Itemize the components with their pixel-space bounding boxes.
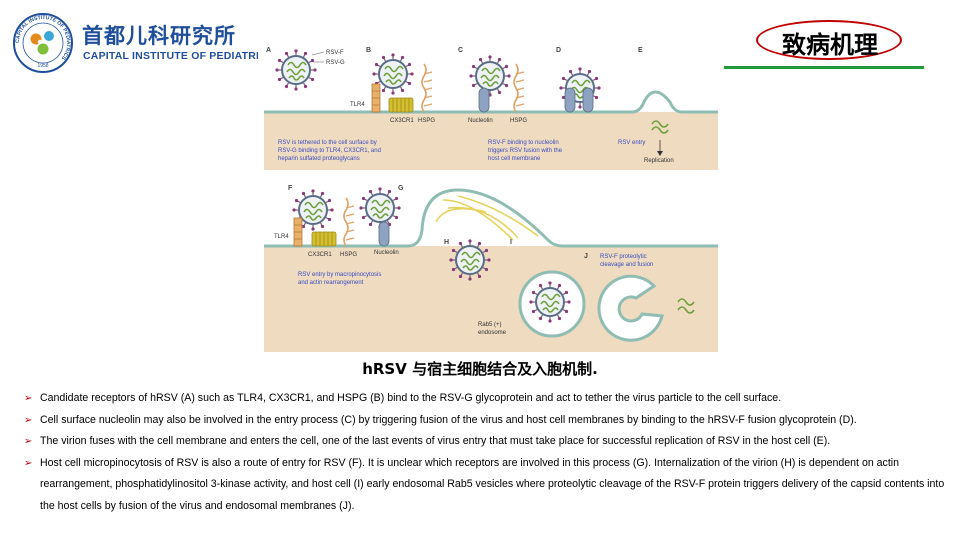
caption-f-line1: RSV entry by macropinocytosis [298, 272, 381, 278]
membrane-bottom [264, 188, 718, 248]
label-rsv-g: RSV-G [326, 60, 345, 66]
hspg-f [343, 197, 355, 247]
institute-logo: CAPITAL INSTITUTE OF PEDIATRICS 1958 [13, 13, 73, 73]
label-hspg-c: HSPG [510, 118, 527, 124]
rsv-entry-figure: A RSV-F RSV-G B TLR4 CX3CR1 HSPG C Nucle… [258, 40, 724, 352]
caption-c-line1: RSV-F binding to nucleolin [488, 140, 559, 146]
slide-title: 致病机理 [782, 31, 878, 59]
nucleolin-d2 [582, 87, 594, 113]
label-hspg-b: HSPG [418, 118, 435, 124]
bullet-item: The virion fuses with the cell membrane … [24, 431, 948, 453]
label-cx3cr1-b: CX3CR1 [390, 118, 414, 124]
label-endosome: endosome [478, 330, 507, 336]
institute-name-cn: 首都儿科研究所 [82, 24, 236, 48]
caption-a-line2: RSV-G binding to TLR4, CX3CR1, and [278, 148, 381, 154]
bullet-list: Candidate receptors of hRSV (A) such as … [24, 388, 948, 518]
institute-name-en: CAPITAL INSTITUTE OF PEDIATRICS [83, 50, 275, 62]
label-nucleolin-c: Nucleolin [468, 118, 493, 124]
label-tlr4-b: TLR4 [350, 102, 365, 108]
caption-c-line3: host cell membrane [488, 156, 541, 162]
endosome-j [597, 274, 664, 342]
caption-e: RSV entry [618, 140, 645, 146]
label-rsv-f: RSV-F [326, 50, 344, 56]
caption-j-line2: cleavage and fusion [600, 262, 653, 268]
cx3cr1-receptor-f [311, 231, 337, 247]
caption-c-line2: triggers RSV fusion with the [488, 148, 563, 154]
caption-f-line2: and actin rearrangement [298, 280, 364, 286]
logo-year: 1958 [37, 63, 48, 69]
nucleolin-g [378, 221, 390, 247]
panel-c-label: C [458, 47, 463, 54]
caption-j-line1: RSV-F proteolytic [600, 254, 647, 260]
bullet-item: Host cell micropinocytosis of RSV is als… [24, 453, 948, 518]
membrane-top [264, 90, 718, 114]
caption-a-line1: RSV is tethered to the cell surface by [278, 140, 377, 146]
panel-g-label: G [398, 185, 404, 192]
label-tlr4-f: TLR4 [274, 234, 289, 240]
panel-h-label: H [444, 239, 449, 246]
bullet-item: Cell surface nucleolin may also be invol… [24, 410, 948, 432]
slide-title-box: 致病机理 [756, 20, 904, 62]
nucleolin-c [478, 87, 490, 113]
panel-b-label: B [366, 47, 371, 54]
cx3cr1-receptor-b [388, 97, 414, 113]
label-rab5: Rab5 (+) [478, 322, 502, 328]
panel-d-label: D [556, 47, 561, 54]
panel-a-label: A [266, 47, 271, 54]
panel-i-label: I [510, 239, 512, 246]
cytoplasm-top [264, 112, 718, 170]
label-replication: Replication [644, 158, 674, 164]
nucleolin-d1 [564, 87, 576, 113]
tlr4-receptor-b [371, 83, 381, 113]
virus-g [358, 186, 402, 230]
title-ellipse [756, 20, 902, 60]
bullet-item: Candidate receptors of hRSV (A) such as … [24, 388, 948, 410]
caption-a-line3: heparin sulfated proteoglycans [278, 156, 360, 162]
panel-j-label: J [584, 253, 588, 260]
label-nucleolin-g: Nucleolin [374, 250, 399, 256]
label-hspg-f: HSPG [340, 252, 357, 258]
title-underline [724, 66, 924, 69]
figure-caption: hRSV 与宿主细胞结合及入胞机制. [362, 360, 598, 378]
label-cx3cr1-f: CX3CR1 [308, 252, 332, 258]
tlr4-receptor-f [293, 217, 303, 247]
panel-f-label: F [288, 185, 293, 192]
panel-e-label: E [638, 47, 643, 54]
